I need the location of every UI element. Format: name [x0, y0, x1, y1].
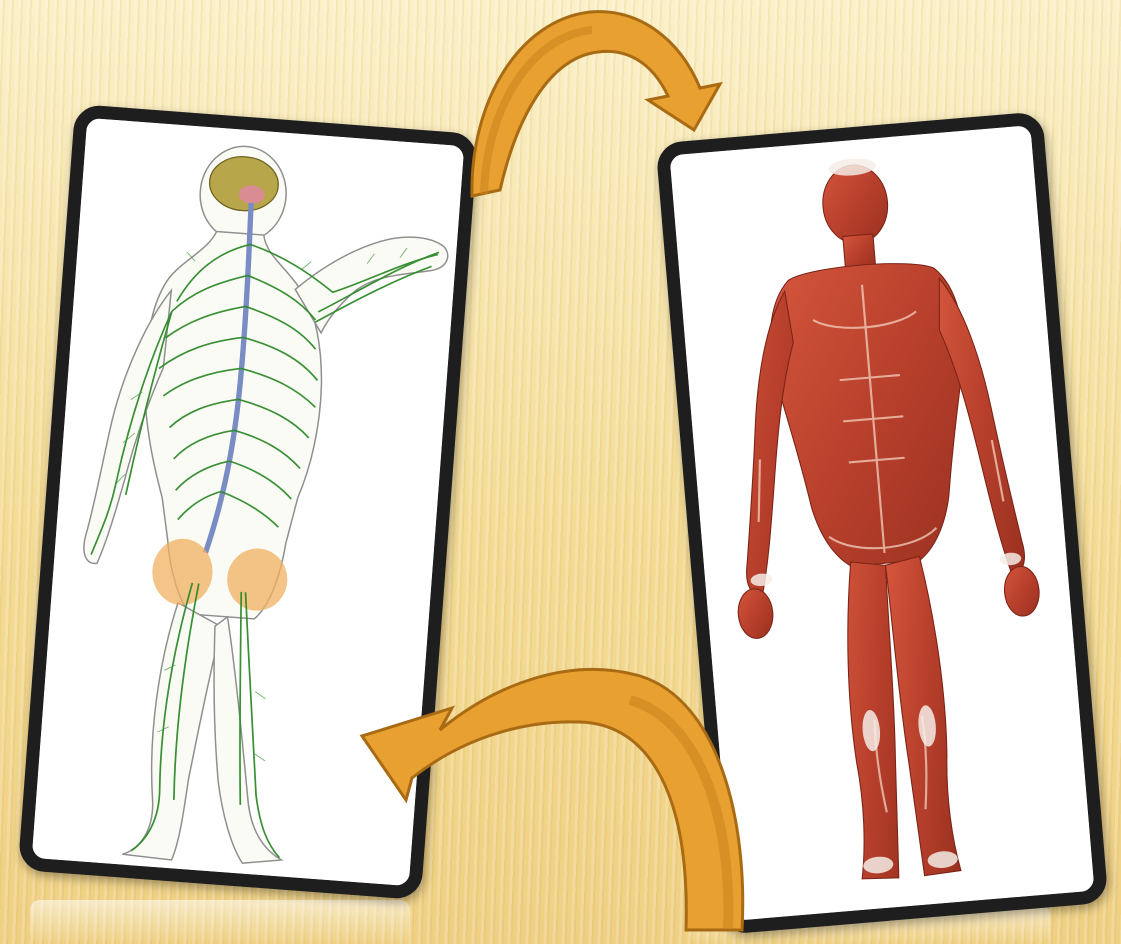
nervous-system-card — [18, 104, 478, 900]
muscular-system-illustration — [670, 125, 1095, 921]
reflection-left — [30, 900, 410, 944]
muscular-system-card — [655, 111, 1108, 935]
nervous-system-illustration — [32, 118, 465, 886]
